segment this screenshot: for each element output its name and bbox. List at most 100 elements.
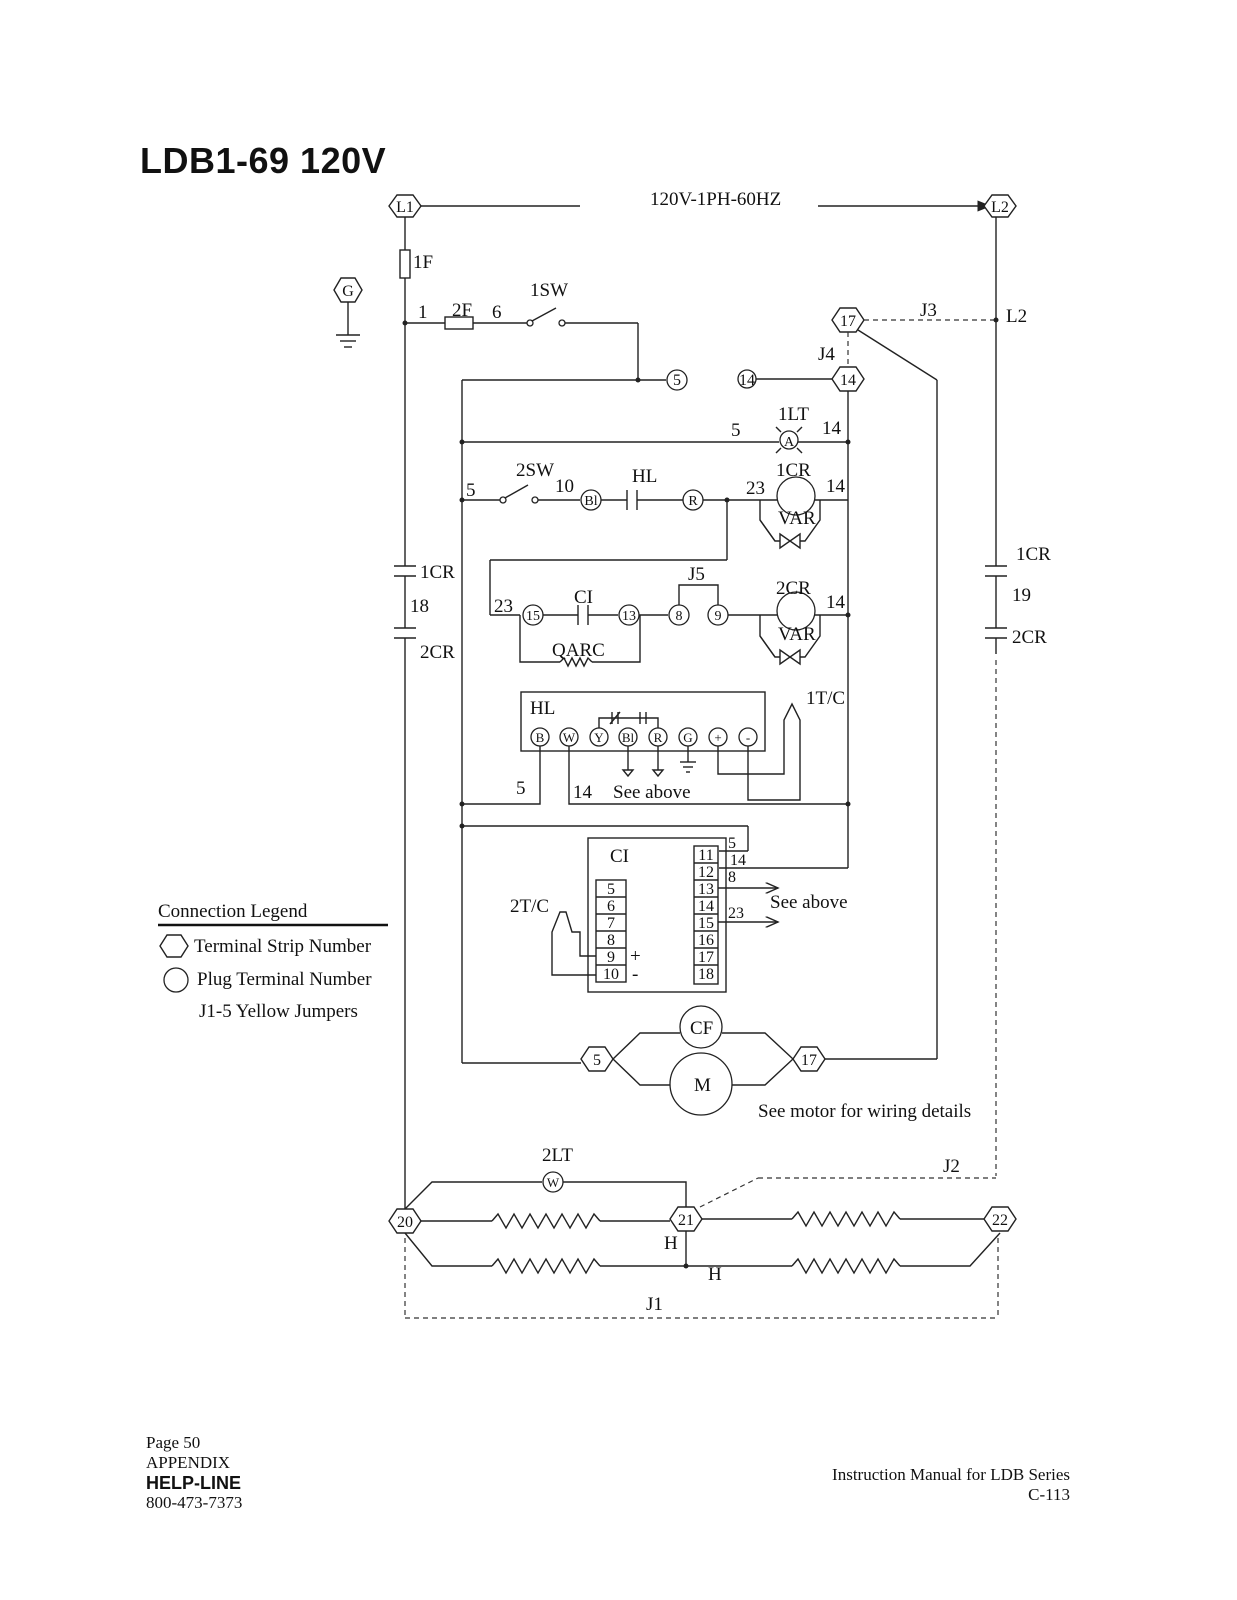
svg-text:2T/C: 2T/C [510, 896, 549, 917]
svg-text:17: 17 [801, 1052, 817, 1069]
ci-controller: CI 11 12 13 14 15 16 17 18 5 14 8 23 See… [459, 823, 848, 993]
svg-text:5: 5 [728, 835, 736, 852]
svg-text:14: 14 [573, 782, 593, 803]
svg-text:14: 14 [826, 592, 846, 613]
svg-text:CI: CI [574, 587, 593, 608]
svg-text:H: H [708, 1264, 722, 1285]
svg-text:1CR: 1CR [420, 562, 455, 583]
svg-text:Bl: Bl [584, 494, 597, 509]
svg-text:1T/C: 1T/C [806, 688, 845, 709]
svg-text:17: 17 [840, 313, 856, 330]
svg-text:M: M [694, 1075, 711, 1096]
svg-text:W: W [547, 1175, 560, 1190]
svg-text:A: A [784, 435, 795, 450]
relay-2CR-line: 23 15 CI 13 8 9 J5 2CR 14 [490, 564, 851, 668]
svg-text:Plug Terminal Number: Plug Terminal Number [197, 969, 372, 990]
svg-text:5: 5 [731, 420, 741, 441]
svg-text:R: R [654, 730, 663, 745]
supply-label: 120V-1PH-60HZ [650, 189, 781, 210]
svg-text:1F: 1F [413, 252, 433, 273]
terminal-L1: L1 [388, 194, 422, 218]
plug-terminal-symbol [163, 967, 189, 993]
ground-symbol: G [333, 277, 363, 348]
svg-text:5: 5 [607, 881, 615, 898]
svg-text:-: - [746, 730, 750, 745]
pilot-light-1LT: 5 A 1LT 14 [459, 404, 851, 454]
heater-section: 20 21 22 W 2LT H H [388, 1145, 1017, 1319]
svg-text:23: 23 [728, 905, 744, 922]
svg-text:CF: CF [690, 1018, 713, 1039]
svg-text:2F: 2F [452, 300, 472, 321]
terminal-L2: L2 [983, 194, 1017, 218]
terminal-strip-symbol [159, 934, 189, 958]
svg-text:11: 11 [698, 847, 713, 864]
svg-text:HL: HL [530, 698, 555, 719]
svg-text:+: + [714, 730, 721, 745]
terminal-14: 14 [831, 366, 865, 392]
svg-text:5: 5 [516, 778, 526, 799]
page-number: Page 50 [146, 1433, 201, 1452]
svg-text:J1: J1 [646, 1294, 663, 1315]
svg-text:6: 6 [492, 302, 502, 323]
svg-text:CI: CI [610, 846, 629, 867]
svg-text:Y: Y [594, 730, 604, 745]
svg-text:5: 5 [673, 372, 681, 389]
svg-text:Bl: Bl [622, 730, 635, 745]
svg-text:W: W [563, 730, 576, 745]
svg-text:18: 18 [698, 966, 714, 983]
svg-text:10: 10 [555, 476, 574, 497]
svg-text:7: 7 [607, 915, 615, 932]
svg-text:2CR: 2CR [420, 642, 455, 663]
svg-text:J3: J3 [920, 300, 937, 321]
svg-text:8: 8 [676, 609, 683, 624]
svg-text:HL: HL [632, 466, 657, 487]
svg-text:10: 10 [603, 966, 619, 983]
page-title: LDB1-69 120V [140, 140, 387, 181]
svg-text:14: 14 [739, 372, 755, 389]
svg-text:J2: J2 [943, 1156, 960, 1177]
legend-title: Connection Legend [158, 901, 308, 922]
svg-text:L2: L2 [991, 199, 1009, 216]
fuse-1F [399, 249, 411, 279]
svg-text:5: 5 [593, 1052, 601, 1069]
right-rail: 1CR 19 2CR [985, 217, 1051, 1176]
svg-text:5: 5 [466, 480, 476, 501]
svg-text:14: 14 [698, 898, 714, 915]
relay-1CR-line: 5 2SW 10 Bl HL R 23 1CR 14 [459, 460, 848, 615]
svg-text:+: + [630, 946, 641, 967]
svg-text:15: 15 [526, 609, 540, 624]
svg-text:14: 14 [826, 476, 846, 497]
manual-title: Instruction Manual for LDB Series [832, 1465, 1070, 1484]
motor-fan-section: 5 CF M 17 See motor for wiring details [462, 1005, 971, 1122]
svg-text:21: 21 [678, 1212, 694, 1229]
switch-1SW-line: 1 2F 6 1SW 5 [402, 280, 688, 391]
svg-text:Terminal Strip Number: Terminal Strip Number [194, 936, 372, 957]
svg-text:1LT: 1LT [778, 404, 809, 425]
svg-text:6: 6 [607, 898, 615, 915]
svg-text:8: 8 [728, 869, 736, 886]
svg-text:14: 14 [730, 852, 746, 869]
svg-text:VAR: VAR [778, 624, 816, 645]
svg-text:8: 8 [607, 932, 615, 949]
footer-left: Page 50 APPENDIX HELP-LINE 800-473-7373 [146, 1433, 242, 1513]
phone-number: 800-473-7373 [146, 1493, 243, 1512]
terminal-17-top: 17 [831, 307, 865, 333]
svg-text:2CR: 2CR [1012, 627, 1047, 648]
svg-text:23: 23 [746, 478, 765, 499]
svg-text:H: H [664, 1233, 678, 1254]
svg-text:1CR: 1CR [1016, 544, 1051, 565]
svg-text:13: 13 [622, 609, 636, 624]
svg-text:13: 13 [698, 881, 714, 898]
svg-text:1: 1 [418, 302, 428, 323]
helpline-label: HELP-LINE [146, 1473, 242, 1493]
footer-right: Instruction Manual for LDB Series C-113 [830, 1465, 1070, 1505]
svg-text:22: 22 [992, 1212, 1008, 1229]
supply-line: 120V-1PH-60HZ [404, 189, 992, 212]
svg-text:L1: L1 [396, 199, 414, 216]
svg-text:9: 9 [715, 609, 722, 624]
svg-text:20: 20 [397, 1214, 413, 1231]
hl-controller: HL B W Y Bl R G + - [459, 688, 851, 807]
svg-text:15: 15 [698, 915, 714, 932]
